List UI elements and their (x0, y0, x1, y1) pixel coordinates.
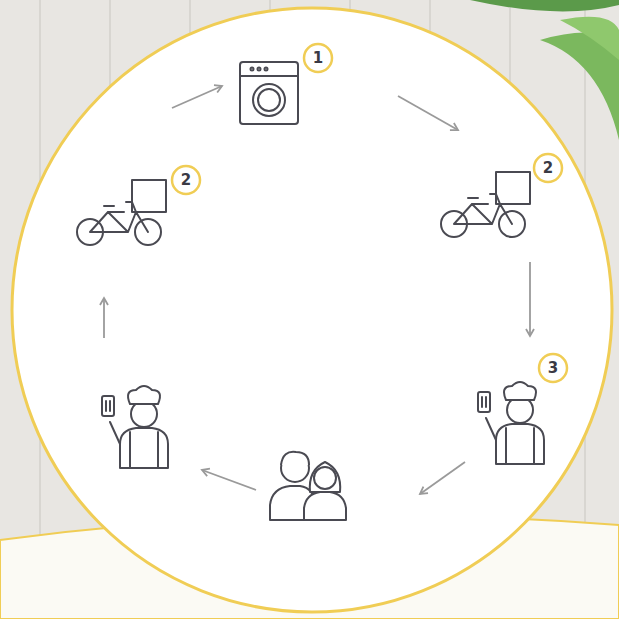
cycle-circle (12, 8, 612, 612)
callout-number: 1 (305, 45, 331, 71)
chef-icon (478, 382, 544, 464)
callout-number: 2 (535, 155, 561, 181)
cargo-bike-icon (441, 172, 530, 237)
chef-icon (102, 386, 168, 468)
callout-number: 3 (540, 355, 566, 381)
couple-icon (270, 452, 346, 520)
callout-badges (172, 44, 567, 382)
cycle-arrows (104, 86, 530, 494)
callout-number: 2 (173, 167, 199, 193)
cargo-bike-icon (77, 180, 166, 245)
washing-machine-icon (240, 62, 298, 124)
